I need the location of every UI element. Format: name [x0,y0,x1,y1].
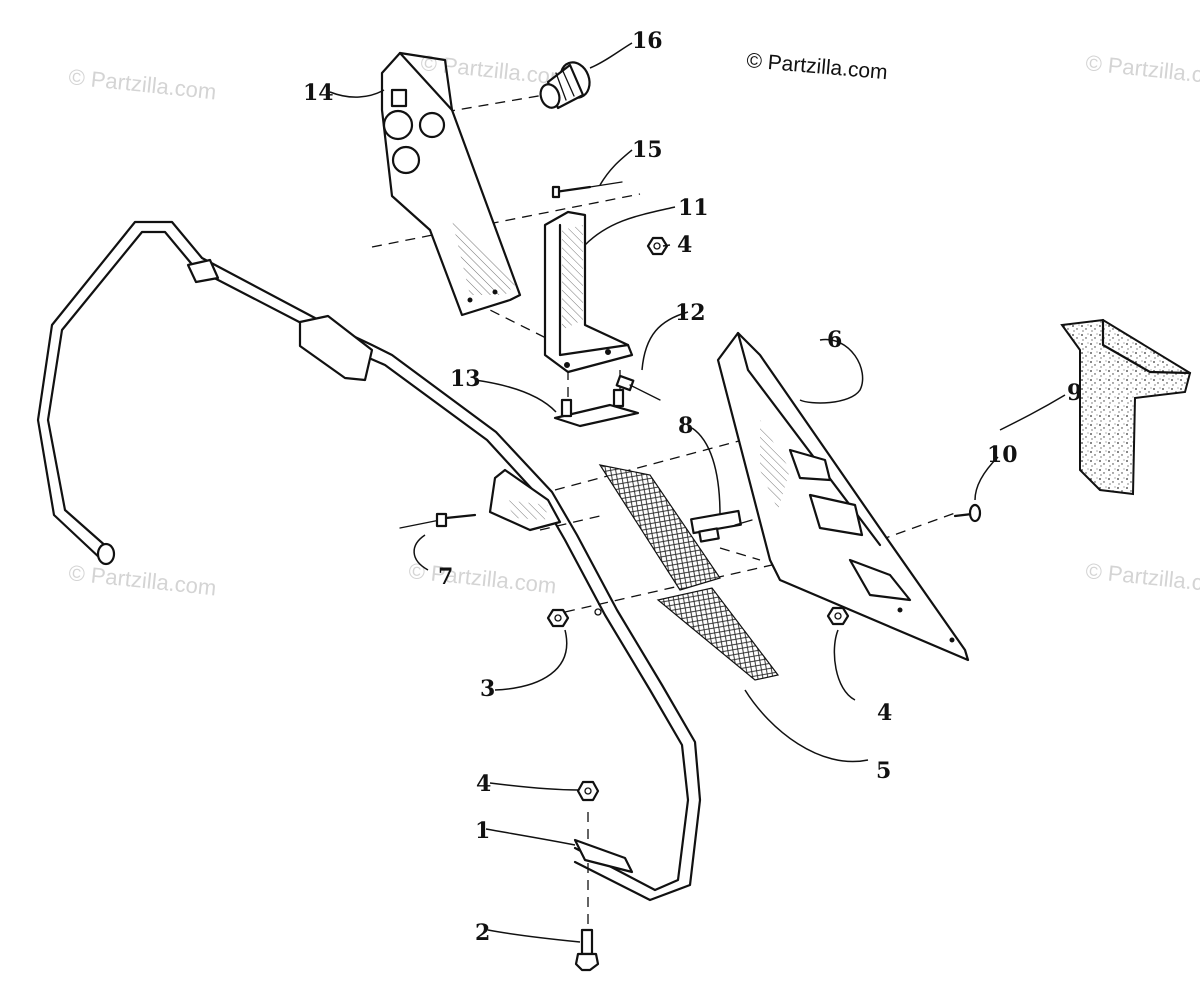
bracket-part-11 [543,210,634,374]
watermark-mid-left: © Partzilla.com [67,560,217,600]
nut-part-4-right [826,606,850,626]
leader-lines [329,42,1066,943]
screw-part-10 [953,503,982,523]
callout-10: 10 [987,442,1018,468]
nut-part-4-upper [646,236,669,256]
callout-4-right: 4 [877,700,892,726]
mesh-part-5 [598,464,780,681]
callout-8: 8 [678,413,693,439]
watermark-top-right: © Partzilla.com [1084,50,1200,90]
callout-11: 11 [678,195,709,221]
callout-12: 12 [675,300,706,326]
callout-7: 7 [438,564,453,590]
bolt-part-2 [574,928,600,972]
callout-15: 15 [632,137,663,163]
screw-part-7 [399,512,477,529]
watermark-mid-center: © Partzilla.com [407,558,557,598]
foam-pad-part-9 [1060,318,1192,496]
panel-part-6 [716,331,970,662]
callout-5: 5 [876,758,891,784]
side-plate-part-14 [380,51,522,317]
callout-numbers: 1 2 3 4 4 4 5 6 7 8 9 10 11 12 13 14 15 … [303,28,1082,946]
callout-6: 6 [827,327,842,353]
watermark-top-left: © Partzilla.com [67,64,217,104]
pin-part-15 [551,181,623,199]
frame-bar-part-1 [36,220,702,902]
callout-4-upper: 4 [677,232,692,258]
callout-2: 2 [475,920,490,946]
bolt-part-8 [690,509,753,543]
plate-part-13 [553,388,640,428]
brand-watermark: © Partzilla.com [746,49,889,84]
pin-part-12 [615,374,661,401]
callout-13: 13 [450,366,481,392]
nut-part-3 [546,608,570,628]
callout-4-lower: 4 [476,771,491,797]
nut-part-4-lower [576,780,600,802]
callout-3: 3 [480,676,495,702]
callout-9: 9 [1067,380,1082,406]
watermark-mid-right: © Partzilla.com [1084,558,1200,598]
bushing-part-16 [539,61,591,110]
callout-14: 14 [303,80,334,106]
callout-16: 16 [632,28,663,54]
callout-1: 1 [475,818,490,844]
